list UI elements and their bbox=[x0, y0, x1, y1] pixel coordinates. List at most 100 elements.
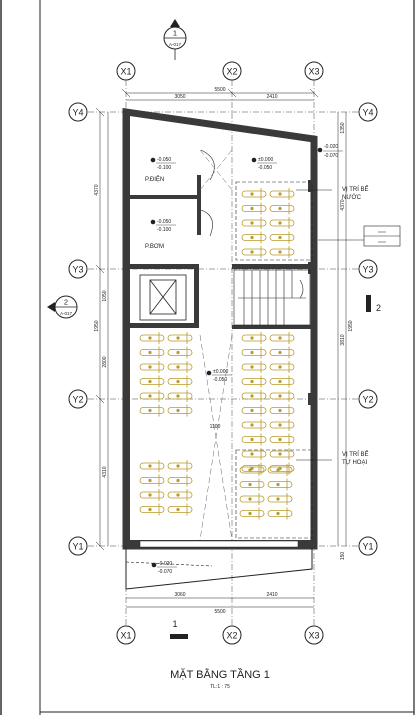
motorbike-symbol bbox=[269, 361, 295, 373]
motorbike-symbol bbox=[269, 404, 295, 417]
motorbike-symbol bbox=[167, 390, 193, 402]
annotation-septic-tank: VỊ TRÍ BỂ TỰ HOẠI bbox=[296, 451, 369, 466]
motorbike-symbol bbox=[241, 375, 267, 388]
svg-text:1: 1 bbox=[172, 619, 177, 629]
svg-text:1100: 1100 bbox=[210, 424, 221, 430]
svg-text:-0.020: -0.020 bbox=[324, 144, 338, 150]
grid-bubble-x2-top: X2 bbox=[222, 61, 242, 81]
entrance-apron bbox=[125, 546, 313, 590]
svg-text:4310: 4310 bbox=[102, 466, 108, 477]
svg-text:3060: 3060 bbox=[174, 592, 185, 598]
motorbike-symbol bbox=[269, 231, 295, 244]
motorbike-symbol bbox=[241, 448, 267, 460]
stair-wall-top bbox=[232, 264, 312, 269]
elevator-core bbox=[139, 274, 187, 321]
motorbike-symbol bbox=[269, 433, 295, 446]
motorbike-symbol bbox=[241, 419, 267, 431]
grid-bubble-x1-bottom: X1 bbox=[116, 625, 136, 645]
svg-text:-0.050: -0.050 bbox=[213, 377, 227, 383]
section-marker-bottom: 1 bbox=[170, 619, 188, 639]
room-label-pump: P.BƠM bbox=[145, 244, 164, 250]
stair-wall-bottom bbox=[232, 325, 312, 329]
motorbike-symbol bbox=[239, 478, 265, 491]
svg-text:1950: 1950 bbox=[94, 320, 100, 331]
grid-bubble-y1-right: Y1 bbox=[358, 536, 378, 556]
motorbike-symbol bbox=[139, 404, 165, 417]
svg-text:2410: 2410 bbox=[266, 592, 277, 598]
motorbike-symbol bbox=[167, 361, 193, 373]
level-mark-corridor-top: ±0.000 -0.050 bbox=[251, 157, 277, 171]
detail-callout-table bbox=[318, 225, 401, 247]
svg-text:Y3: Y3 bbox=[72, 265, 83, 275]
grid-bubble-y3-right: Y3 bbox=[358, 259, 378, 279]
motorbike-symbol bbox=[139, 361, 165, 373]
grid-bubble-y2-right: Y2 bbox=[358, 389, 378, 409]
dimension-texts: 5500 3050 2410 3060 2410 5500 1100 4370 … bbox=[94, 87, 354, 615]
level-mark-parking: ±0.000 -0.050 bbox=[206, 369, 232, 383]
svg-text:3050: 3050 bbox=[174, 94, 185, 100]
svg-text:±0.000: ±0.000 bbox=[213, 369, 228, 375]
svg-text:-0.050: -0.050 bbox=[157, 157, 171, 163]
svg-text:2: 2 bbox=[376, 303, 381, 313]
motorbike-symbol bbox=[269, 332, 295, 344]
motorbike-symbol bbox=[267, 464, 293, 476]
motorbike-symbol bbox=[139, 375, 165, 388]
motorbike-symbol bbox=[269, 217, 295, 229]
svg-text:X1: X1 bbox=[120, 67, 131, 77]
motorbike-symbol bbox=[241, 433, 267, 446]
motorbike-symbol bbox=[139, 460, 165, 472]
level-mark-entrance: -0.020 -0.070 bbox=[151, 561, 177, 575]
svg-text:A-017: A-017 bbox=[60, 311, 73, 316]
section-marker-top: 1 A-017 bbox=[163, 19, 187, 60]
motorbike-symbol bbox=[269, 188, 295, 200]
svg-text:150: 150 bbox=[340, 552, 346, 561]
svg-text:1: 1 bbox=[173, 29, 177, 38]
motorbike-symbol bbox=[267, 478, 293, 491]
pump-room-wall bbox=[197, 175, 201, 235]
svg-text:Y3: Y3 bbox=[362, 265, 373, 275]
right-column-low bbox=[308, 393, 316, 405]
motorbike-symbol bbox=[241, 332, 267, 344]
motorbike-symbol bbox=[167, 375, 193, 388]
motorbike-symbol bbox=[269, 390, 295, 402]
svg-text:TỰ HOẠI: TỰ HOẠI bbox=[342, 460, 367, 466]
grid-bubble-y1-left: Y1 bbox=[68, 536, 88, 556]
motorbike-symbol bbox=[241, 246, 267, 258]
motorbike-symbol bbox=[241, 202, 267, 215]
grid-bubble-y4-left: Y4 bbox=[68, 102, 88, 122]
annotation-water-tank: VỊ TRÍ BỂ NƯỚC bbox=[296, 186, 369, 201]
svg-text:4370: 4370 bbox=[94, 184, 100, 195]
motorbike-symbol bbox=[241, 231, 267, 244]
svg-text:Y4: Y4 bbox=[362, 108, 373, 118]
motorbike-parking bbox=[139, 188, 295, 520]
motorbike-symbol bbox=[167, 489, 193, 501]
motorbike-symbol bbox=[267, 493, 293, 505]
motorbike-symbol bbox=[241, 188, 267, 200]
motorbike-symbol bbox=[269, 419, 295, 431]
svg-text:3810: 3810 bbox=[340, 334, 346, 345]
motorbike-symbol bbox=[239, 507, 265, 520]
motorbike-symbol bbox=[269, 346, 295, 359]
motorbike-symbol bbox=[241, 346, 267, 359]
svg-text:1050: 1050 bbox=[102, 290, 108, 301]
core-wall-right bbox=[194, 264, 199, 328]
grid-bubble-y2-left: Y2 bbox=[68, 389, 88, 409]
motorbike-symbol bbox=[241, 361, 267, 373]
left-wall-fill bbox=[123, 112, 130, 546]
motorbike-symbol bbox=[167, 346, 193, 359]
front-opening bbox=[139, 540, 299, 548]
motorbike-symbol bbox=[167, 404, 193, 417]
svg-text:1350: 1350 bbox=[340, 122, 346, 133]
motorbike-symbol bbox=[167, 503, 193, 516]
svg-text:NƯỚC: NƯỚC bbox=[342, 194, 362, 201]
section-marker-left: 2 A-017 bbox=[47, 295, 78, 319]
grid-bubble-x3-top: X3 bbox=[304, 61, 324, 81]
svg-text:X1: X1 bbox=[120, 631, 131, 641]
core-wall-top bbox=[129, 264, 199, 269]
water-tank-area bbox=[235, 181, 313, 261]
svg-text:-0.050: -0.050 bbox=[258, 165, 272, 171]
staircase bbox=[233, 269, 311, 326]
drawing-scale: TL:1 : 75 bbox=[210, 684, 230, 690]
core-wall-bottom bbox=[129, 323, 199, 328]
svg-text:X3: X3 bbox=[308, 631, 319, 641]
